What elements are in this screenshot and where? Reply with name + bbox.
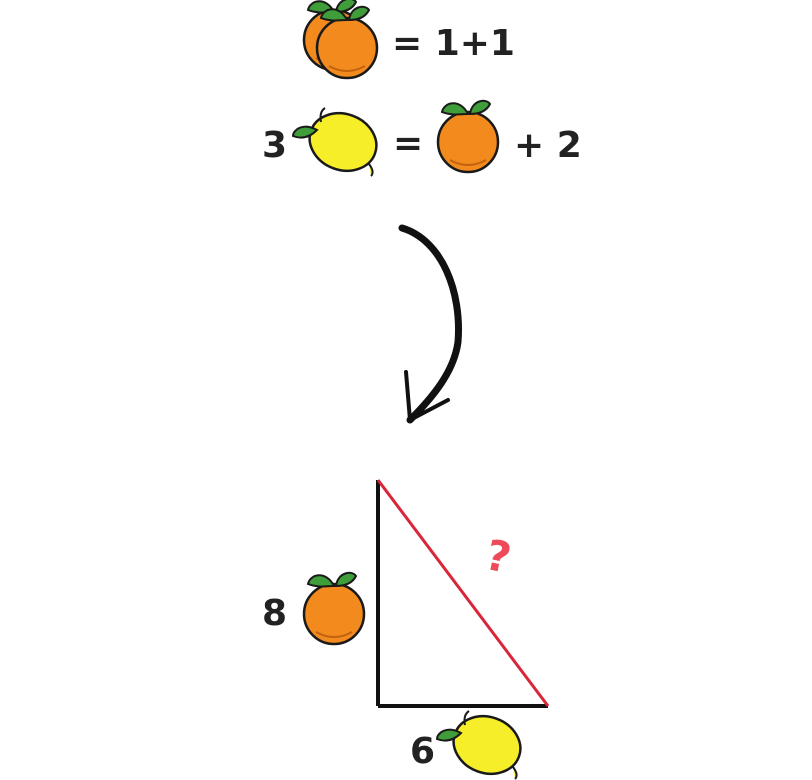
triangle-hypotenuse [376,479,550,707]
lemon-icon [435,705,530,780]
equation-2-tail: + 2 [514,125,582,166]
orange-icon [302,571,366,646]
base-leg-coefficient: 6 [410,731,436,772]
equation-1-right: = 1+1 [392,23,515,64]
vertical-leg-coefficient: 8 [262,593,288,634]
equation-2-equals: = [393,123,424,164]
lemon-coefficient: 3 [262,125,288,166]
curved-down-arrow-icon [398,224,462,424]
